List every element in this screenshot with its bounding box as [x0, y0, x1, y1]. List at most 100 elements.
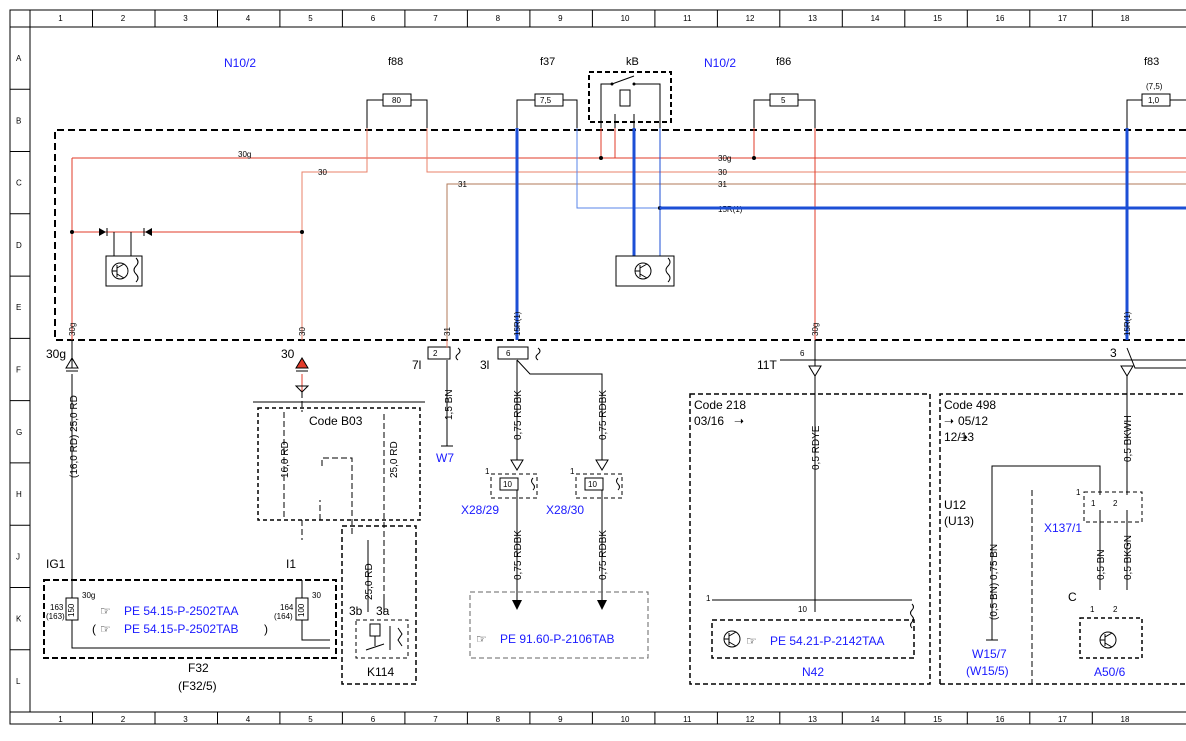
fuse-label-f88: f88: [388, 56, 403, 68]
svg-text:0,5 BN: 0,5 BN: [1096, 549, 1107, 580]
svg-text:30: 30: [281, 347, 295, 361]
svg-text:0,5 BKGN: 0,5 BKGN: [1123, 535, 1134, 580]
transistor-left: [105, 232, 143, 287]
grid-col-label: 15: [933, 715, 942, 724]
fuse-label-f86: f86: [776, 56, 791, 68]
wire-15r-internal: [515, 128, 1129, 340]
svg-text:1: 1: [706, 594, 711, 603]
svg-text:☞: ☞: [100, 604, 111, 618]
grid-col-label: 11: [683, 715, 692, 724]
svg-text:C: C: [1068, 590, 1077, 604]
fuse-f37: 7,5: [516, 93, 578, 128]
svg-text:30g: 30g: [68, 323, 77, 336]
grid-col-label: 6: [371, 715, 376, 724]
svg-text:0,75 RDBK: 0,75 RDBK: [513, 390, 524, 440]
svg-text:05/12: 05/12: [958, 414, 988, 428]
ref-pe-2142taa[interactable]: ☞ PE 54.21-P-2142TAA: [746, 634, 885, 648]
component-a50-6: C 1 2 A50/6: [1068, 590, 1143, 679]
svg-text:30: 30: [298, 327, 307, 336]
bus-31: 31 31: [446, 180, 1186, 340]
grid-col-label: 11: [683, 14, 692, 23]
svg-text:30: 30: [318, 168, 327, 177]
wire-30g-left: [71, 128, 816, 340]
grid-col-label: 18: [1121, 14, 1130, 23]
fuse-label-f83-alt: (7,5): [1146, 82, 1163, 91]
grid-col-label: 15: [933, 14, 942, 23]
ref-pe-2106tab[interactable]: ☞ PE 91.60-P-2106TAB: [469, 591, 649, 659]
transistor-center: [615, 255, 675, 287]
connector-30-left: 30: [281, 347, 310, 393]
fuse-block-f32: IG1 I1 150 163 (163) 30g 100 164 (164) 3…: [43, 557, 337, 693]
connector-7l: 7l 2 1,5 BN W7: [412, 346, 461, 465]
grid-col-label: 10: [621, 14, 630, 23]
svg-text:03/16: 03/16: [694, 414, 724, 428]
svg-text:1,0: 1,0: [1148, 96, 1160, 105]
svg-text:5: 5: [781, 96, 786, 105]
svg-text:1: 1: [485, 467, 490, 476]
wire-spec-16rd-25rd: (16,0 RD) 25,0 RD: [69, 395, 80, 478]
svg-text:➝: ➝: [944, 414, 954, 428]
grid-col-label: 5: [308, 14, 313, 23]
connector-3l: 3l 6 0,75 RDBK 0,75 RDBK: [480, 346, 609, 460]
label-a50-6: A50/6: [1094, 665, 1126, 679]
svg-text:(163): (163): [46, 612, 65, 621]
ref-pe-2502tab[interactable]: ( ☞ PE 54.15-P-2502TAB ): [92, 622, 268, 636]
boundary-pin-labels: 30g 30 31 15R(1) 30g 15R(1): [68, 311, 1132, 336]
label-w15-5: (W15/5): [966, 664, 1009, 678]
svg-text:0,5 BKWH: 0,5 BKWH: [1123, 415, 1134, 462]
grid-row-label: C: [16, 179, 22, 188]
svg-text:1: 1: [1090, 605, 1095, 614]
svg-text:PE 54.15-P-2502TAB: PE 54.15-P-2502TAB: [124, 622, 239, 636]
svg-text:➝: ➝: [734, 414, 744, 428]
grid-col-label: 17: [1058, 715, 1067, 724]
grid-col-label: 12: [746, 715, 755, 724]
svg-text:30g: 30g: [718, 154, 731, 163]
grid-col-label: 7: [433, 715, 438, 724]
svg-text:30: 30: [312, 591, 321, 600]
svg-text:Code 498: Code 498: [944, 398, 996, 412]
svg-text:☞: ☞: [476, 632, 487, 646]
bus-30: 30 30: [301, 128, 1186, 340]
grid-column-labels: 1122334455667788991010111112121313141415…: [58, 10, 1130, 724]
code-218-block: Code 218 03/16 ➝ 0,5 RDYE 1 10 N42: [689, 376, 931, 685]
svg-text:80: 80: [392, 96, 401, 105]
svg-text:6: 6: [800, 349, 805, 358]
svg-text:1: 1: [570, 467, 575, 476]
connector-11t: 11T 6 3: [757, 340, 1186, 377]
svg-text:163: 163: [50, 603, 64, 612]
svg-text:(F32/5): (F32/5): [178, 679, 217, 693]
grid-col-label: 1: [58, 14, 63, 23]
svg-text:25,0 RD: 25,0 RD: [364, 563, 375, 600]
svg-text:1,5 BN: 1,5 BN: [444, 389, 455, 420]
svg-text:10: 10: [798, 605, 807, 614]
grid-col-label: 14: [871, 715, 880, 724]
svg-text:12/13: 12/13: [944, 430, 974, 444]
svg-text:(: (: [92, 622, 96, 636]
grid-col-label: 3: [183, 715, 188, 724]
grid-col-label: 16: [996, 14, 1005, 23]
connector-x137-1: 1 1 2 X137/1 0,5 BN 0,5 BKGN: [1044, 488, 1143, 590]
svg-text:7l: 7l: [412, 358, 421, 372]
svg-text:0,75 RDBK: 0,75 RDBK: [598, 390, 609, 440]
svg-text:30g: 30g: [238, 150, 251, 159]
grid-row-label: B: [16, 116, 21, 125]
svg-text:3l: 3l: [480, 358, 489, 372]
svg-text:10: 10: [503, 480, 512, 489]
svg-text:☞: ☞: [746, 634, 757, 648]
grid-row-label: H: [16, 490, 22, 499]
grid-col-label: 4: [246, 715, 251, 724]
grid-col-label: 13: [808, 14, 817, 23]
svg-text:1: 1: [1076, 488, 1081, 497]
label-x28-29: X28/29: [461, 503, 499, 517]
svg-text:100: 100: [297, 603, 306, 617]
grid-row-label: G: [16, 428, 22, 437]
svg-text:(0,5 BN) 0,75 BN: (0,5 BN) 0,75 BN: [989, 544, 1000, 620]
svg-text:30g: 30g: [82, 591, 95, 600]
svg-text:25,0 RD: 25,0 RD: [389, 441, 400, 478]
grid-row-label: E: [16, 303, 21, 312]
ref-pe-2502taa[interactable]: ☞ PE 54.15-P-2502TAA: [100, 604, 239, 618]
grid-row-label: K: [16, 615, 22, 624]
svg-text:10: 10: [588, 480, 597, 489]
